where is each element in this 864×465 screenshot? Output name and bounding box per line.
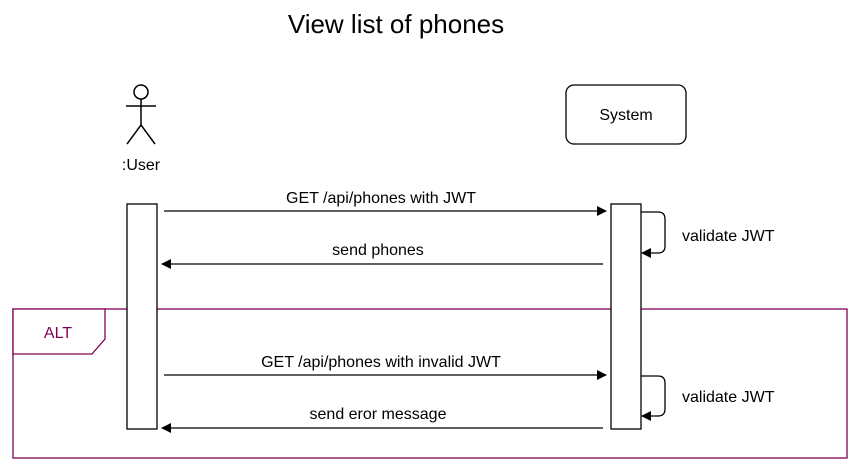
system-box [565, 84, 687, 145]
self-message-label: validate JWT [682, 389, 775, 406]
actor-label: :User [122, 157, 161, 174]
self-message-label: validate JWT [682, 228, 775, 245]
message-label: GET /api/phones with JWT [286, 190, 476, 207]
user-activation-bar [126, 203, 158, 430]
system-activation-bar [610, 203, 642, 430]
alt-fragment-label: ALT [44, 325, 72, 342]
message-label: GET /api/phones with invalid JWT [261, 354, 501, 371]
self-message-validate-jwt: validate JWT [641, 211, 775, 258]
message-get-phones: GET /api/phones with JWT [164, 190, 607, 216]
alt-fragment: ALT [12, 308, 848, 459]
self-message-arrow [641, 375, 666, 421]
diagram-title: View list of phones [288, 9, 504, 39]
self-message-arrow [641, 211, 666, 258]
message-send-error: send eror message [161, 406, 603, 433]
actor-user: :User [122, 84, 161, 174]
message-get-phones-invalid: GET /api/phones with invalid JWT [164, 354, 607, 380]
message-label: send phones [332, 242, 424, 259]
alt-fragment-tab [12, 308, 106, 355]
stick-figure-icon [126, 84, 156, 145]
message-label: send eror message [310, 406, 447, 423]
self-message-validate-jwt: validate JWT [641, 375, 775, 421]
system-label: System [599, 107, 652, 124]
system-participant: System [565, 84, 687, 145]
alt-fragment-frame [12, 308, 848, 459]
message-send-phones: send phones [161, 242, 603, 269]
